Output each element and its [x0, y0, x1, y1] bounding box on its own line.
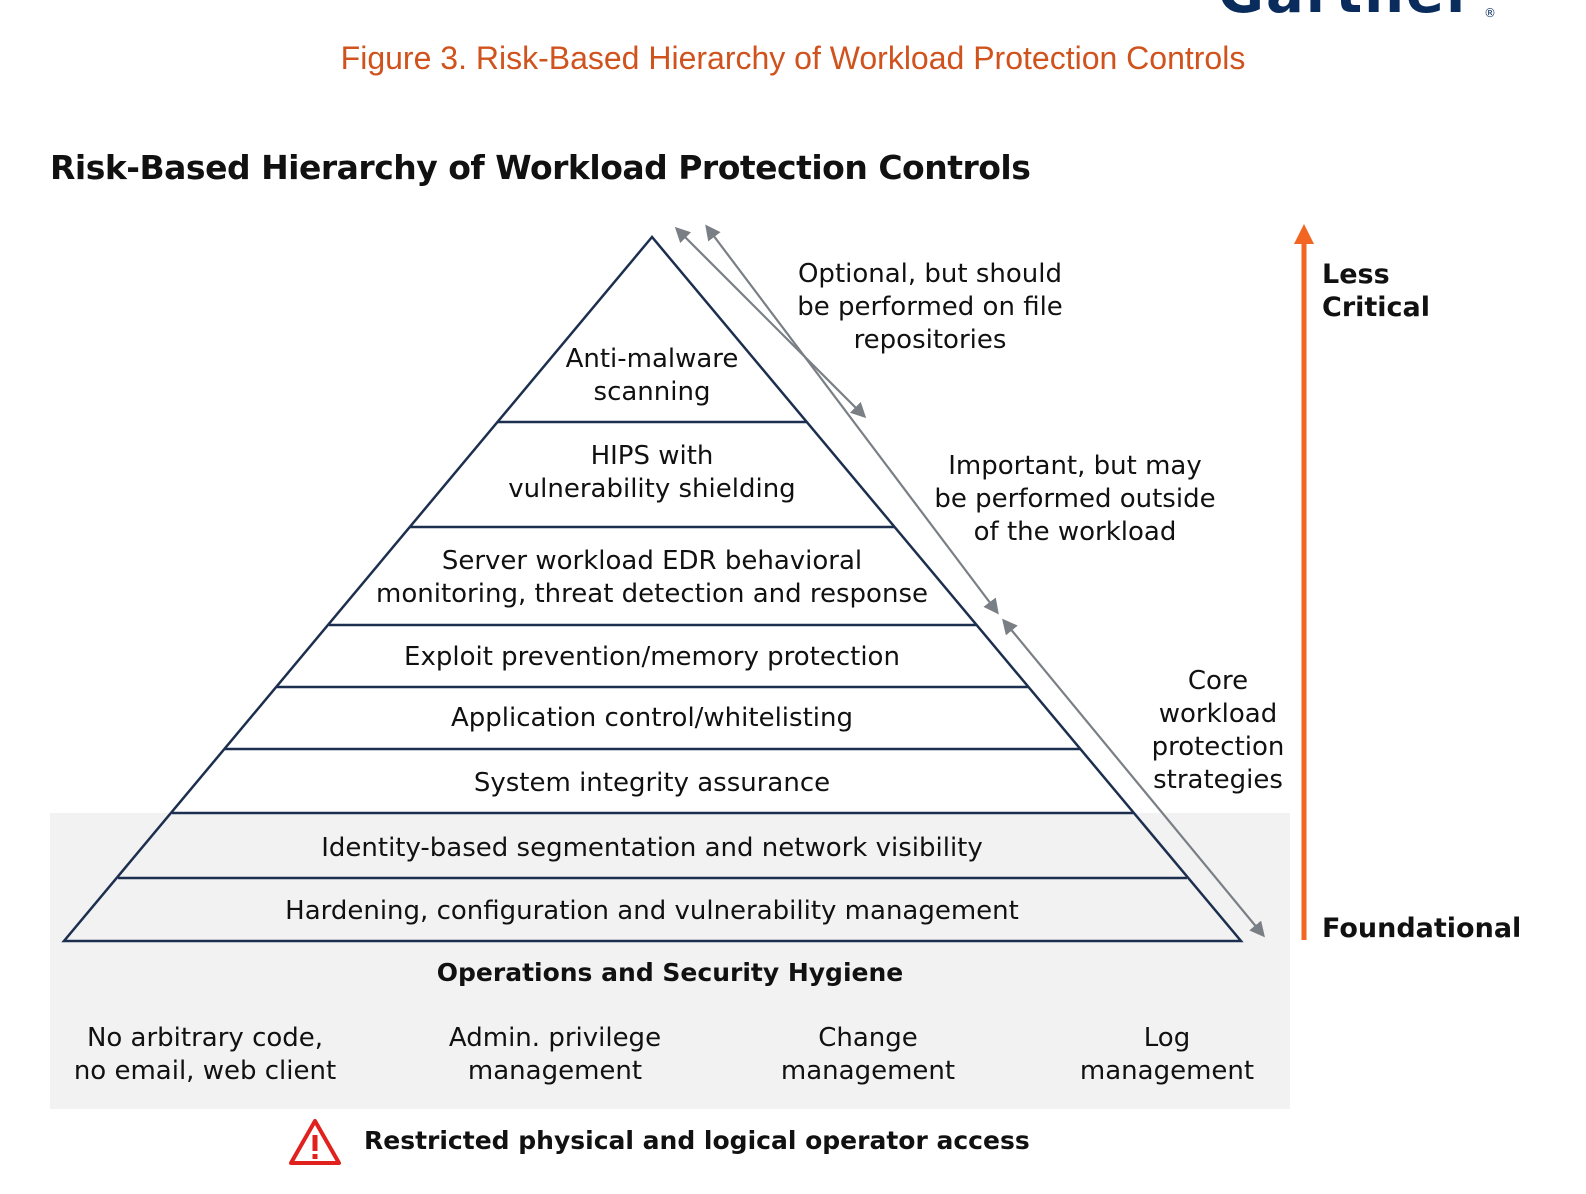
level-application-control: Application control/whitelisting — [451, 703, 853, 733]
core-bracket-arrow — [1002, 618, 1265, 938]
ops-item-no-arbitrary-code: No arbitrary code,no email, web client — [73, 1023, 337, 1086]
registered-mark: ® — [1484, 6, 1496, 20]
level-segmentation: Identity-based segmentation and network … — [321, 833, 983, 863]
figure-title: Figure 3. Risk-Based Hierarchy of Worklo… — [340, 40, 1246, 76]
warning-triangle-icon — [289, 1119, 341, 1165]
level-system-integrity: System integrity assurance — [473, 768, 831, 798]
diagram-title: Risk-Based Hierarchy of Workload Protect… — [50, 148, 1031, 187]
level-exploit-prevention: Exploit prevention/memory protection — [404, 642, 900, 672]
foundational-label: Foundational — [1322, 913, 1522, 944]
restricted-access-text: Restricted physical and logical operator… — [364, 1126, 1030, 1155]
level-hardening: Hardening, configuration and vulnerabili… — [285, 896, 1019, 926]
operations-heading: Operations and Security Hygiene — [436, 958, 904, 987]
gartner-logo: Gartner — [1218, 0, 1476, 18]
bracket-arrows — [674, 224, 1265, 938]
important-bracket-arrow — [705, 224, 999, 615]
